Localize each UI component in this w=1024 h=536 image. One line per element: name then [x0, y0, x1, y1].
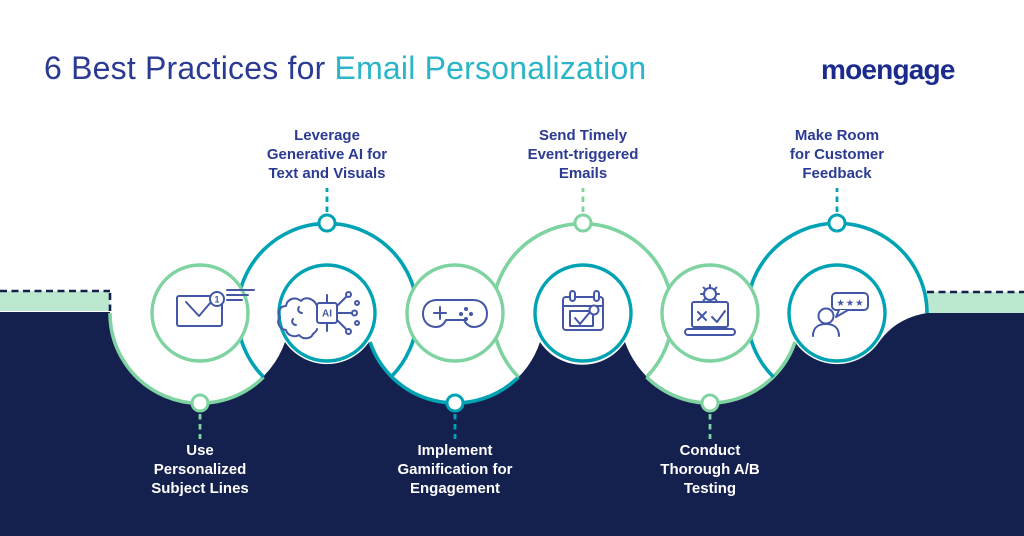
svg-text:★ ★ ★: ★ ★ ★ — [837, 299, 864, 308]
step4-node — [573, 213, 593, 233]
calendar-email-icon — [562, 290, 604, 331]
arc-under-step5 — [645, 341, 797, 405]
step6-label: Make Room for Customer Feedback — [789, 127, 885, 182]
step4-circle — [533, 263, 633, 363]
step1-circle — [150, 263, 250, 363]
step3-circle — [405, 263, 505, 363]
mint-strip-right — [925, 292, 1024, 313]
arc-under-step1 — [108, 312, 265, 406]
ab-testing-laptop-icon — [684, 284, 736, 336]
step2-node — [317, 213, 337, 233]
step6-node — [827, 213, 847, 233]
step4-label: Send Timely Event-triggered Emails — [527, 127, 639, 182]
customer-feedback-icon: ★ ★ ★ — [812, 292, 869, 337]
step2-label: Leverage Generative AI for Text and Visu… — [266, 127, 388, 182]
step5-label: Conduct Thorough A/B Testing — [660, 442, 760, 497]
mint-strip-left — [0, 291, 110, 311]
title-highlight: Email Personalization — [334, 50, 647, 86]
step1-node — [190, 393, 210, 413]
svg-text:1: 1 — [214, 295, 219, 305]
envelope-notification-icon: 1 — [176, 289, 255, 327]
navy-wave-background — [0, 312, 1024, 536]
dashed-edge-left — [0, 289, 112, 311]
page-title: 6 Best Practices for Email Personalizati… — [44, 50, 646, 87]
moengage-logo: moengage — [821, 54, 955, 85]
title-prefix: 6 Best Practices for — [44, 50, 335, 86]
step5-node — [700, 393, 720, 413]
generative-ai-chip-icon: AI — [277, 291, 360, 340]
step3-node — [445, 393, 465, 413]
step3-label: Implement Gamification for Engagement — [397, 442, 513, 497]
step1-label: Use Personalized Subject Lines — [151, 442, 249, 497]
arc-under-step3 — [368, 341, 520, 405]
svg-text:AI: AI — [322, 309, 332, 320]
game-controller-icon — [422, 299, 488, 328]
